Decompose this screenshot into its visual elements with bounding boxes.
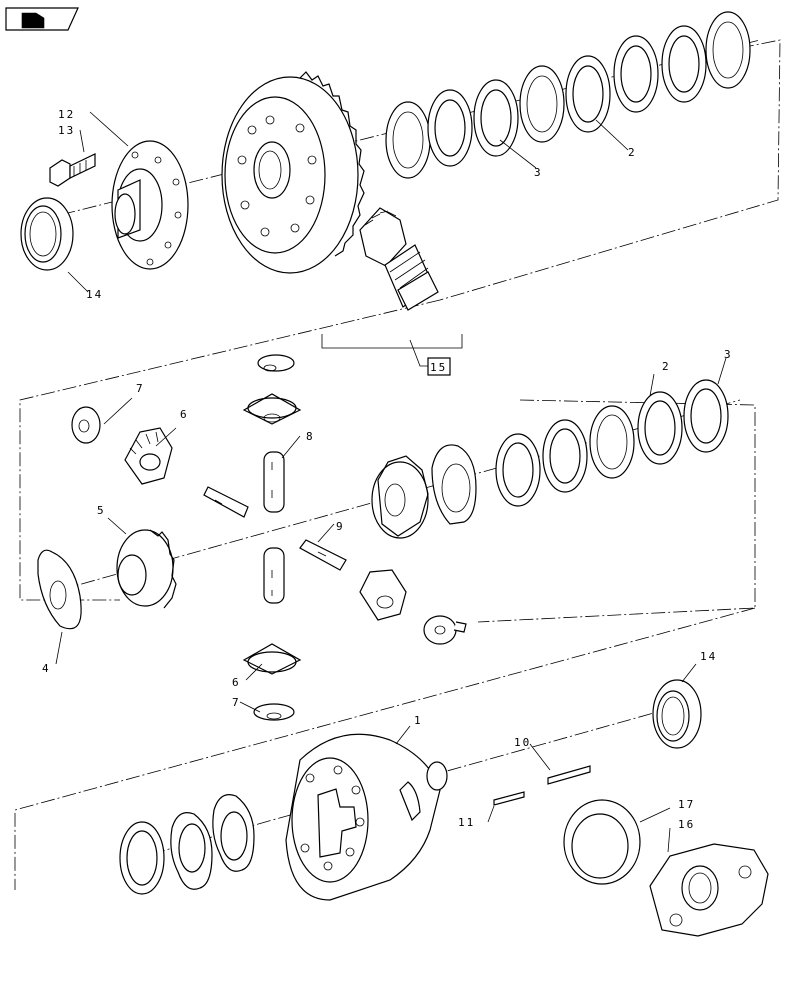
leader-lines	[55, 111, 727, 853]
spider-gear-right	[359, 569, 407, 621]
clutch-plate-stack-top	[385, 11, 751, 179]
callout-11: 11	[458, 816, 475, 829]
bearing-right	[652, 679, 702, 749]
callout-12: 12	[58, 108, 75, 121]
cross-pin-right	[299, 539, 347, 571]
callout-6-top: 6	[180, 408, 189, 421]
callout-7-top: 7	[136, 382, 145, 395]
ring-gear-part	[221, 71, 365, 274]
callout-7-bottom: 7	[232, 696, 241, 709]
callout-14-top: 14	[86, 288, 103, 301]
callout-10: 10	[514, 736, 531, 749]
back-page-icon	[21, 12, 45, 29]
side-gear-right	[371, 455, 429, 539]
callout-9: 9	[336, 520, 345, 533]
side-gear-left	[116, 529, 177, 609]
callout-2-middle: 2	[662, 360, 671, 373]
thrust-washer-bottom	[253, 703, 295, 721]
callout-13: 13	[58, 124, 75, 137]
cross-pin-left	[203, 486, 249, 518]
part-15-reference-box	[427, 357, 451, 376]
side-washer-left	[71, 406, 101, 444]
spider-gear-top	[242, 393, 302, 425]
side-washer-right	[423, 615, 467, 645]
callout-labels: 12 13 14 3 2 15 7 6 8 2 3 5 9 4 6 7 1 14…	[42, 108, 733, 831]
spider-gear-left	[124, 427, 173, 485]
bearing-part	[20, 197, 74, 271]
callout-2-top: 2	[628, 146, 637, 159]
bolt-part	[49, 153, 96, 187]
callout-3-middle: 3	[724, 348, 733, 361]
callout-4: 4	[42, 662, 51, 675]
thrust-washer-part	[257, 354, 295, 372]
callout-5: 5	[97, 504, 106, 517]
callout-14-bottom: 14	[700, 650, 717, 663]
clutch-plate-stack-bottom	[119, 794, 255, 895]
clutch-plate-stack-middle	[431, 379, 729, 525]
differential-housing-part	[285, 733, 448, 901]
yoke-flange-part	[649, 843, 769, 937]
callout-1: 1	[414, 714, 423, 727]
seal-part	[563, 799, 641, 885]
callout-16: 16	[678, 818, 695, 831]
nav-button[interactable]	[5, 7, 79, 31]
callout-17: 17	[678, 798, 695, 811]
roll-pin-part	[493, 765, 591, 806]
pinion-shaft-part	[359, 207, 439, 311]
callout-6-bottom: 6	[232, 676, 241, 689]
callout-15: 15	[430, 361, 447, 374]
callout-3-top: 3	[534, 166, 543, 179]
pinion-pin-vertical	[263, 451, 285, 604]
flange-hub-part	[111, 140, 189, 270]
thrust-washer-left	[37, 549, 82, 630]
spider-gear-bottom	[242, 643, 302, 675]
callout-8: 8	[306, 430, 315, 443]
